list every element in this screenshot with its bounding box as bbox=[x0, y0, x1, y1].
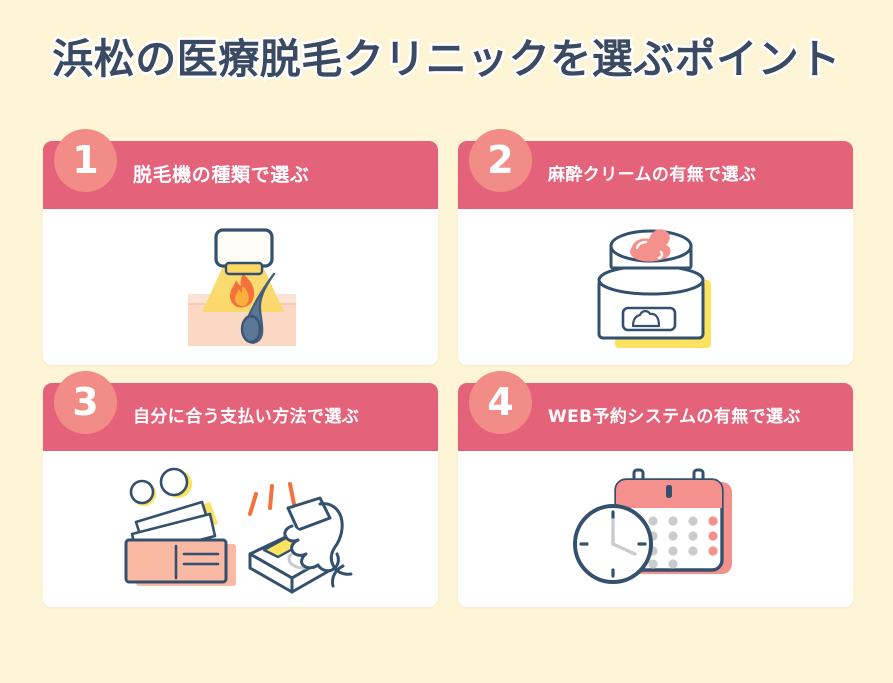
point-card-3[interactable]: 3 自分に合う支払い方法で選ぶ bbox=[43, 371, 438, 607]
point-card-2-number-badge: 2 bbox=[469, 129, 532, 192]
point-card-1-body bbox=[43, 209, 438, 365]
point-card-4-title: WEB予約システムの有無で選ぶ bbox=[548, 406, 801, 427]
point-card-1-number: 1 bbox=[72, 137, 99, 182]
point-card-2-header: 2 麻酔クリームの有無で選ぶ bbox=[458, 129, 853, 209]
point-card-1-number-badge: 1 bbox=[54, 129, 117, 192]
point-card-2-title: 麻酔クリームの有無で選ぶ bbox=[548, 164, 757, 185]
point-card-3-header: 3 自分に合う支払い方法で選ぶ bbox=[43, 371, 438, 451]
page-title: 浜松の医療脱毛クリニックを選ぶポイント bbox=[50, 32, 843, 85]
point-card-4-header: 4 WEB予約システムの有無で選ぶ bbox=[458, 371, 853, 451]
laser-hair-removal-device-icon bbox=[187, 228, 296, 346]
point-card-4-body bbox=[458, 451, 853, 607]
point-card-4-number-badge: 4 bbox=[469, 371, 532, 434]
wallet-and-card-payment-icon bbox=[124, 467, 352, 594]
page-title-container: 浜松の医療脱毛クリニックを選ぶポイント bbox=[0, 32, 893, 85]
point-card-4[interactable]: 4 WEB予約システムの有無で選ぶ bbox=[458, 371, 853, 607]
point-card-1[interactable]: 1 脱毛機の種類で選ぶ bbox=[43, 129, 438, 365]
calendar-and-clock-icon bbox=[572, 468, 732, 584]
anesthetic-cream-jar-icon bbox=[597, 229, 711, 348]
point-card-3-number: 3 bbox=[72, 379, 99, 424]
point-card-1-title: 脱毛機の種類で選ぶ bbox=[133, 163, 310, 186]
points-card-grid: 1 脱毛機の種類で選ぶ bbox=[43, 129, 853, 607]
point-card-3-body bbox=[43, 451, 438, 607]
point-card-3-title: 自分に合う支払い方法で選ぶ bbox=[133, 406, 360, 427]
point-card-1-header: 1 脱毛機の種類で選ぶ bbox=[43, 129, 438, 209]
point-card-2-number: 2 bbox=[487, 137, 514, 182]
point-card-2-body bbox=[458, 209, 853, 365]
point-card-3-number-badge: 3 bbox=[54, 371, 117, 434]
point-card-2[interactable]: 2 麻酔クリームの有無で選ぶ bbox=[458, 129, 853, 365]
point-card-4-number: 4 bbox=[487, 379, 514, 424]
